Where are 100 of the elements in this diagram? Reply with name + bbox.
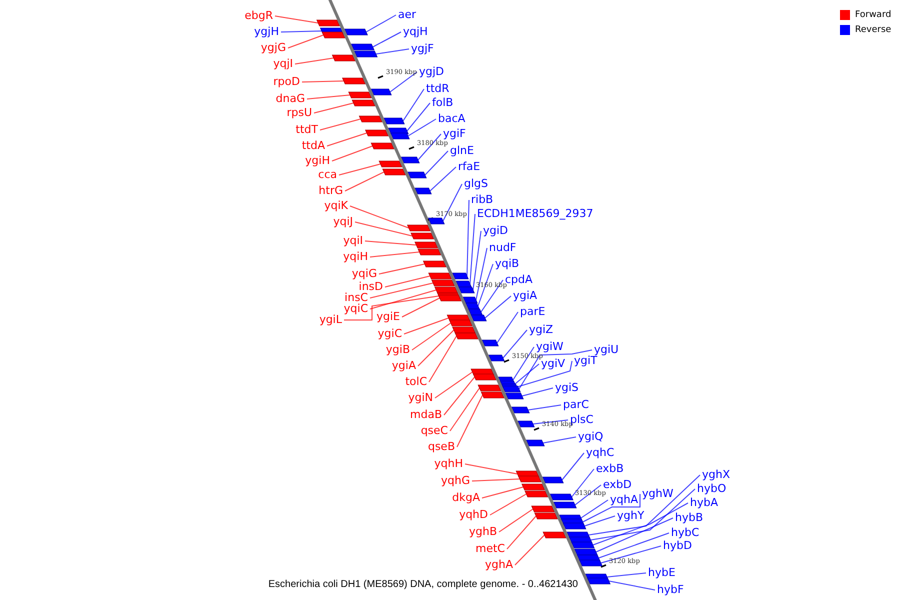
leader-line — [472, 478, 520, 482]
leader-line — [498, 508, 534, 532]
leader-line — [430, 166, 456, 192]
leader-line — [372, 32, 402, 48]
leader-line — [280, 30, 322, 32]
leader-line — [370, 282, 434, 298]
gene-block — [348, 92, 372, 98]
leader-line — [466, 200, 470, 276]
gene-label: ygiS — [555, 382, 579, 392]
gene-block — [472, 374, 496, 380]
gene-block — [587, 578, 611, 584]
leader-line — [366, 14, 396, 32]
leader-line — [470, 214, 476, 284]
gene-block — [518, 476, 542, 482]
gene-block — [365, 130, 389, 136]
leader-line — [450, 388, 480, 432]
gene-label: qseB — [428, 440, 455, 452]
gene-label: ygiB — [386, 344, 410, 354]
leader-line — [402, 88, 424, 122]
leader-line — [350, 206, 410, 228]
leader-line — [516, 360, 572, 388]
gene-label: ribB — [471, 194, 494, 204]
gene-block — [422, 260, 446, 268]
leader-line — [418, 330, 454, 366]
gene-block — [542, 532, 566, 538]
leader-line — [320, 118, 362, 130]
gene-label: tolC — [405, 376, 427, 386]
gene-label: ygiU — [594, 344, 619, 354]
leader-line — [384, 276, 430, 288]
gene-block — [332, 54, 356, 62]
gene-block — [526, 440, 545, 446]
leader-line — [496, 312, 518, 344]
gene-label: yqhH — [434, 458, 463, 468]
gene-label: ygjD — [419, 66, 444, 76]
gene-label: yghX — [702, 468, 730, 480]
gene-block — [370, 142, 394, 150]
gene-block — [354, 50, 378, 58]
gene-block — [470, 314, 487, 322]
leader-line — [390, 72, 418, 92]
gene-label: glnE — [450, 144, 474, 156]
gene-label: ygiA — [392, 360, 416, 370]
gene-block — [358, 116, 382, 122]
gene-block — [438, 294, 462, 302]
gene-label: yghY — [617, 510, 644, 520]
leader-line — [506, 516, 537, 550]
gene-label: yqhG — [441, 474, 470, 486]
gene-block — [378, 160, 402, 168]
leader-line — [294, 58, 334, 64]
gene-label: yqjI — [273, 58, 293, 68]
gene-block — [382, 168, 406, 176]
leader-line — [484, 296, 512, 318]
gene-label: ygiL — [319, 314, 342, 324]
gene-block — [454, 332, 478, 340]
gene-block — [465, 302, 480, 310]
gene-block — [352, 100, 376, 106]
leader-line — [512, 346, 534, 380]
gene-block — [458, 286, 475, 294]
leader-line — [490, 494, 527, 516]
gene-label: parE — [520, 306, 546, 316]
gene-block — [414, 242, 438, 248]
leader-line — [606, 572, 646, 578]
gene-label: nudF — [489, 242, 516, 252]
caption: Escherichia coli DH1 (ME8569) DNA, complete genome. - 0..4621430 — [268, 579, 578, 591]
gene-label: dkgA — [452, 492, 480, 502]
leader-line — [306, 94, 350, 100]
gene-block — [434, 286, 458, 294]
gene-label: metC — [476, 542, 505, 554]
gene-label: insC — [344, 292, 368, 302]
leader-line — [502, 330, 528, 358]
leader-line — [406, 102, 430, 132]
leader-line — [332, 146, 374, 162]
gene-block — [431, 280, 455, 286]
gene-block — [505, 392, 524, 400]
gene-block — [448, 320, 473, 326]
leader-line — [434, 372, 473, 398]
leader-line — [580, 500, 608, 518]
leader-line — [408, 118, 436, 136]
gene-label: exbD — [603, 478, 632, 490]
leader-line — [456, 394, 484, 448]
gene-label: qseC — [420, 424, 448, 436]
gene-label: hybD — [663, 540, 692, 550]
leader-line — [590, 488, 696, 540]
leader-line — [514, 364, 540, 384]
leader-line — [595, 518, 674, 552]
gene-label: hybO — [697, 482, 726, 494]
gene-block — [456, 280, 472, 288]
gene-label: ygjH — [254, 26, 279, 36]
gene-block — [452, 326, 476, 334]
gene-block — [406, 224, 431, 232]
gene-label: insD — [358, 280, 383, 292]
gene-block — [531, 506, 555, 512]
leader-line — [274, 16, 319, 24]
legend-label: Forward — [855, 11, 892, 20]
gene-label: hybF — [657, 584, 684, 594]
gene-label: aer — [398, 8, 416, 20]
leader-line — [592, 502, 688, 546]
leader-line — [288, 34, 324, 48]
gene-label: hybE — [648, 566, 676, 578]
leader-line — [338, 164, 381, 176]
gene-block — [350, 44, 375, 50]
